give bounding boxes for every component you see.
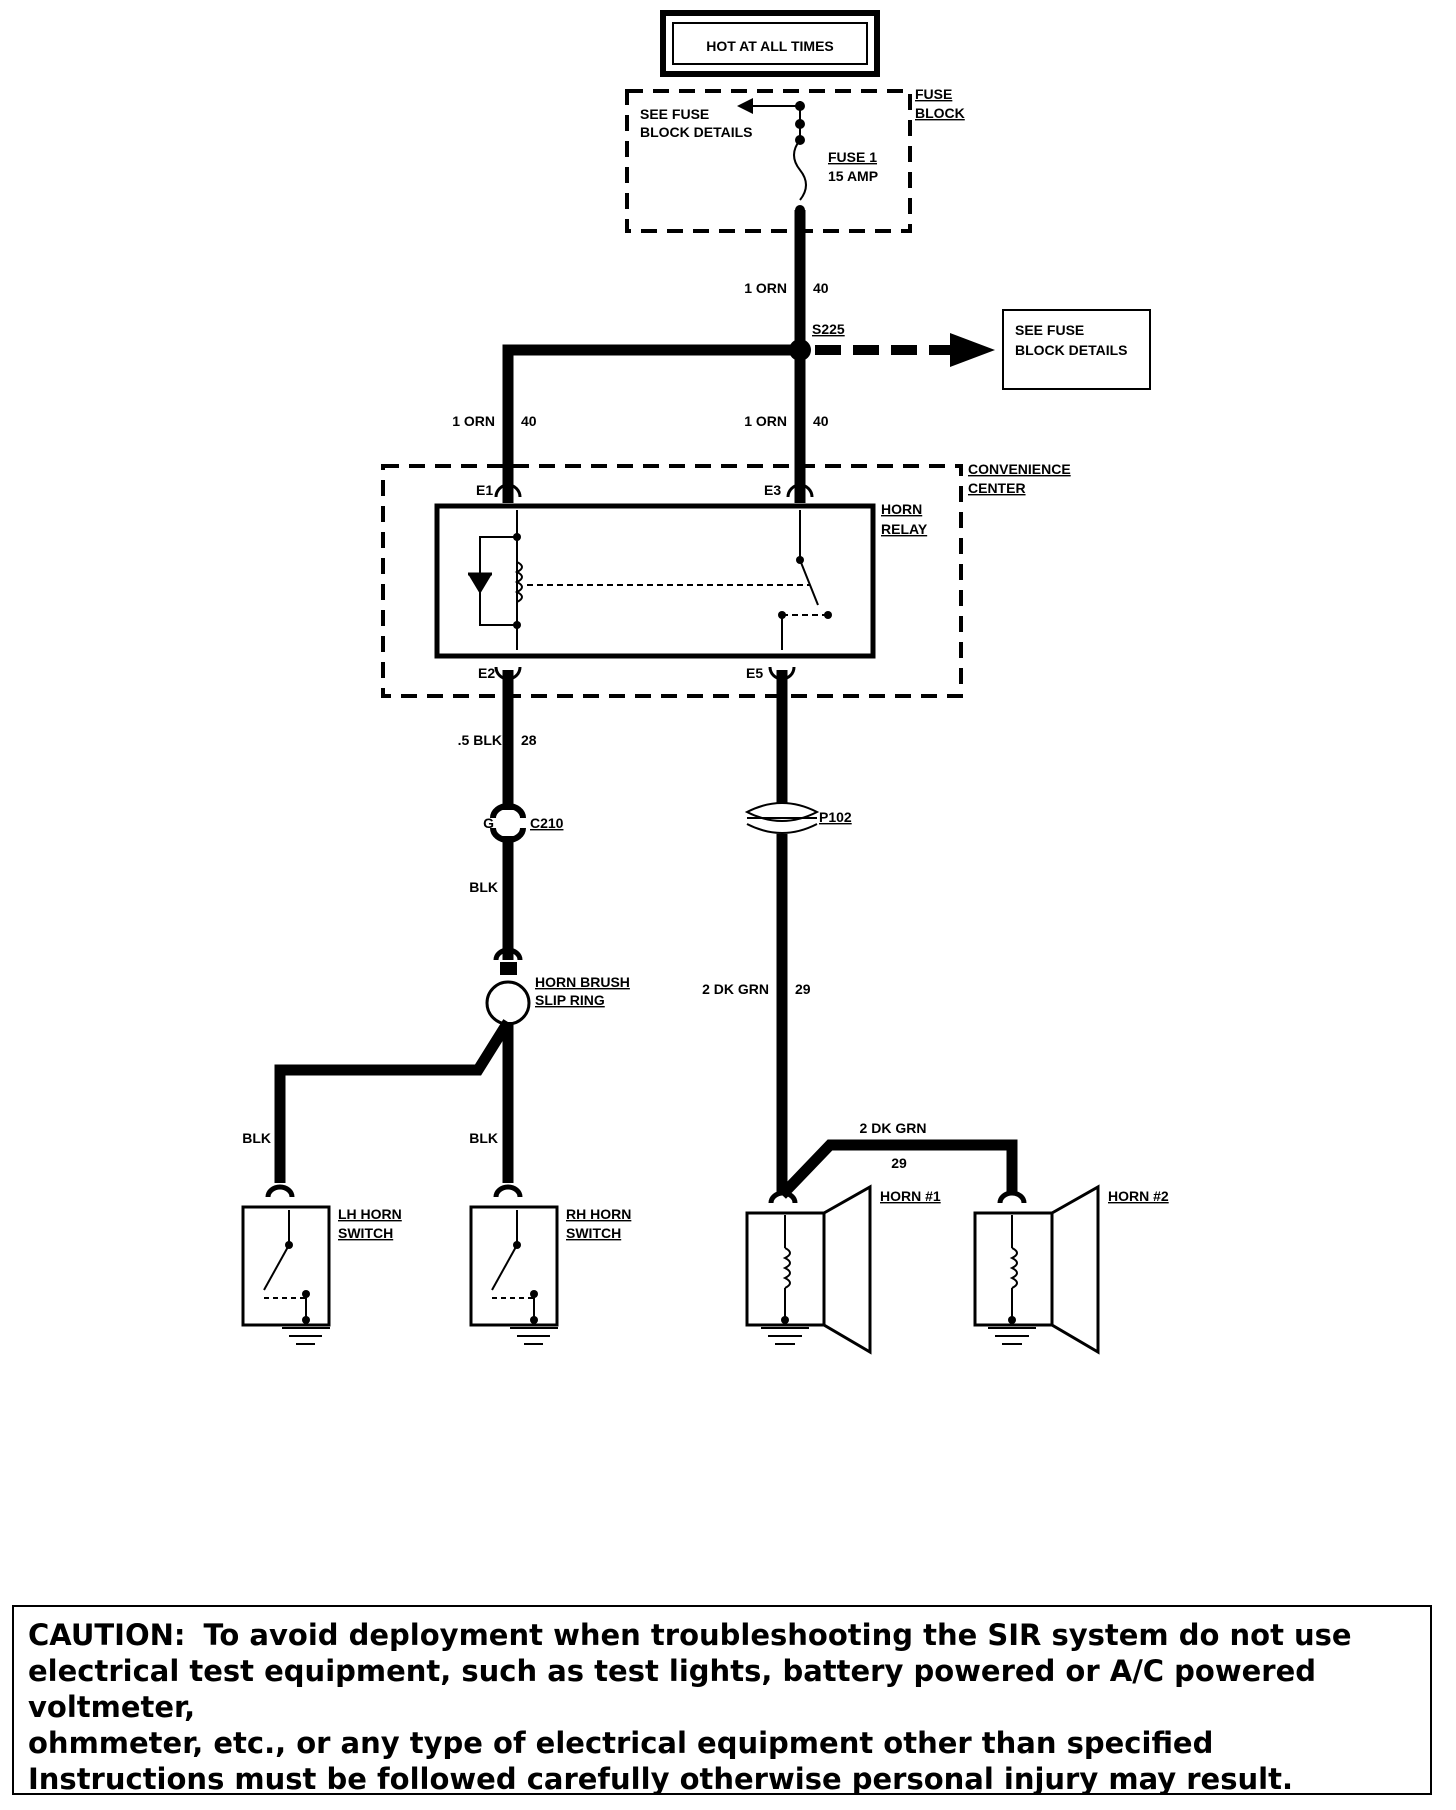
caution-line-1: CAUTION: To avoid deployment when trouble… [28, 1617, 1416, 1653]
horn-1: HORN #1 [745, 1184, 941, 1355]
relay-label-2: RELAY [881, 521, 928, 537]
wire-horn-feed-circuit: 29 [795, 981, 811, 997]
horn-2-label: HORN #2 [1108, 1188, 1169, 1204]
splice-details-2: BLOCK DETAILS [1015, 342, 1128, 358]
horn-wiring-diagram: HOT AT ALL TIMES FUSE BLOCK SEE FUSE BLO… [241, 10, 1169, 1355]
fuse-symbol [793, 139, 807, 201]
pin-e2: E2 [478, 665, 495, 681]
caution-text-1: To avoid deployment when troubleshooting… [203, 1618, 1352, 1652]
wire-right-size: 1 ORN [744, 413, 787, 429]
horn-1-label: HORN #1 [880, 1188, 941, 1204]
lh-switch-label-1: LH HORN [338, 1206, 402, 1222]
wire-top-orn: 1 ORN 40 [744, 210, 829, 350]
diode-icon [468, 574, 492, 594]
pin-e1: E1 [476, 482, 493, 498]
wire-left-circuit: 40 [521, 413, 537, 429]
fuse-block: FUSE BLOCK SEE FUSE BLOCK DETAILS FUSE 1… [625, 86, 965, 233]
slip-ring-label-1: HORN BRUSH [535, 974, 630, 990]
rh-horn-switch: RH HORN SWITCH [469, 1184, 631, 1345]
caution-line-4: Instructions must be followed carefully … [28, 1762, 1293, 1796]
relay-coil-icon [514, 561, 523, 603]
splice-s225: S225 SEE FUSE BLOCK DETAILS 1 ORN 40 1 O… [452, 309, 1151, 503]
pin-e3: E3 [764, 482, 781, 498]
fuse-rating-1: FUSE 1 [828, 149, 877, 165]
fuse-rating-2: 15 AMP [828, 168, 878, 184]
slip-ring-icon [485, 980, 531, 1026]
hot-at-all-times-box: HOT AT ALL TIMES [660, 10, 880, 77]
convenience-label-1: CONVENIENCE [968, 461, 1071, 477]
splice-details-1: SEE FUSE [1015, 322, 1084, 338]
pin-e5: E5 [746, 665, 763, 681]
wire-horn-feed: P102 2 DK GRN 29 2 DK GRN 29 [702, 670, 1018, 1199]
wire-top-circuit: 40 [813, 280, 829, 296]
horn-2: HORN #2 [973, 1184, 1169, 1355]
c210-label: C210 [530, 815, 564, 831]
wire-right-circuit: 40 [813, 413, 829, 429]
wire-relay-ground: .5 BLK 28 G C210 BLK HORN BRUSH SLIP RIN… [242, 670, 630, 1183]
horn-2-icon [1050, 1184, 1100, 1355]
horn-relay [434, 503, 876, 659]
caution-box: CAUTION: To avoid deployment when trouble… [12, 1605, 1432, 1796]
lh-horn-switch: LH HORN SWITCH [241, 1184, 402, 1345]
horn-1-icon [822, 1184, 872, 1355]
c210-pin: G [483, 815, 494, 831]
relay-label-1: HORN [881, 501, 922, 517]
rh-switch-label-1: RH HORN [566, 1206, 631, 1222]
fuse-details-label-2: BLOCK DETAILS [640, 124, 753, 140]
wire-rh: BLK [469, 1130, 498, 1146]
wire-top-size: 1 ORN [744, 280, 787, 296]
wire-ground-size: .5 BLK [458, 732, 502, 748]
convenience-center: CONVENIENCE CENTER HORN RELAY E1 E3 E2 E… [381, 461, 1071, 698]
splice-label: S225 [812, 321, 845, 337]
splice-arrow [950, 333, 995, 367]
caution-line-3: ohmmeter, etc., or any type of electrica… [28, 1726, 1214, 1760]
slip-ring-label-2: SLIP RING [535, 992, 605, 1008]
caution-label: CAUTION: [28, 1618, 186, 1652]
hot-label: HOT AT ALL TIMES [706, 38, 834, 54]
fuse-block-label-1: FUSE [915, 86, 952, 102]
caution-line-2: electrical test equipment, such as test … [28, 1654, 1317, 1724]
wire-ground-circuit: 28 [521, 732, 537, 748]
wire-left-size: 1 ORN [452, 413, 495, 429]
wire-horn2-size: 2 DK GRN [860, 1120, 927, 1136]
convenience-label-2: CENTER [968, 480, 1026, 496]
wire-horn2-circuit: 29 [891, 1155, 907, 1171]
fuse-block-label-2: BLOCK [915, 105, 965, 121]
p102-label: P102 [819, 809, 852, 825]
wire-lh: BLK [242, 1130, 271, 1146]
wire-horn-feed-size: 2 DK GRN [702, 981, 769, 997]
wire-blk-c210: BLK [469, 879, 498, 895]
lh-switch-label-2: SWITCH [338, 1225, 393, 1241]
rh-switch-label-2: SWITCH [566, 1225, 621, 1241]
fuse-details-label-1: SEE FUSE [640, 106, 709, 122]
